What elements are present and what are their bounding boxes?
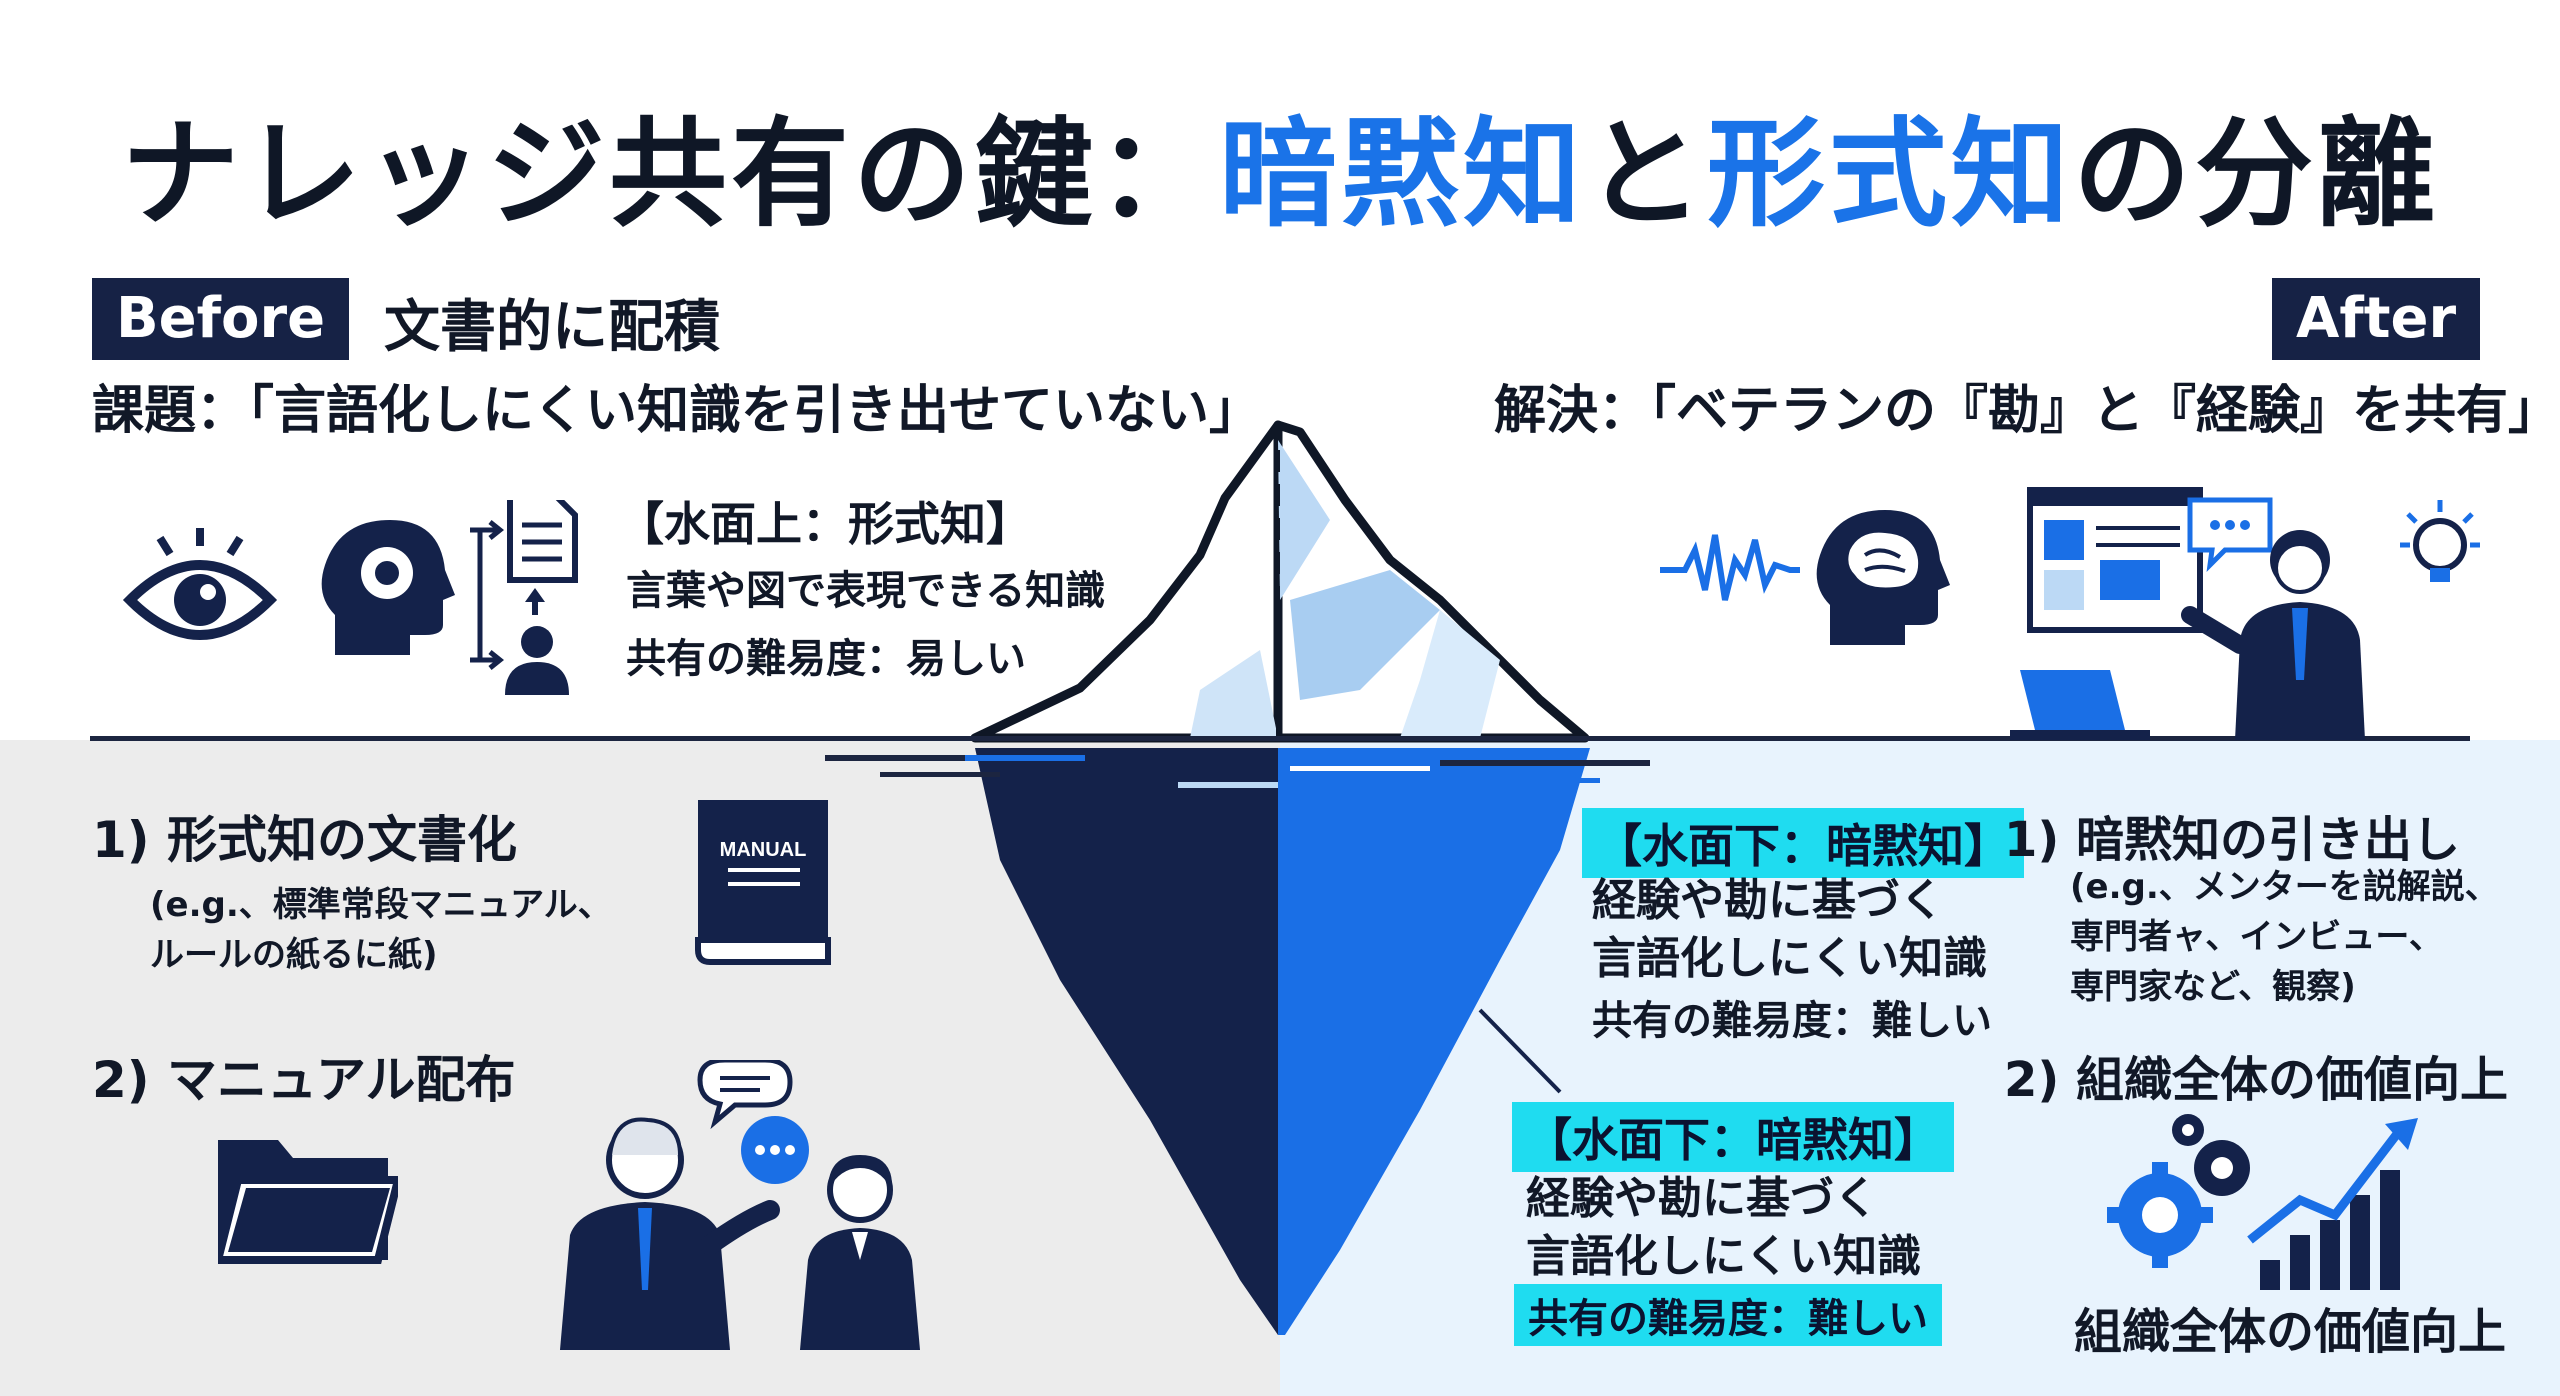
value-growth-illustration xyxy=(2107,1114,2418,1290)
callout-leader-line xyxy=(1478,1008,1562,1094)
issue-text: 課題：「言語化しにくい知識を引き出せていない」 xyxy=(92,381,1261,441)
brain-head-icon xyxy=(1816,510,1950,645)
below-water-difficulty-2: 共有の難易度：難しい xyxy=(1514,1284,1942,1346)
person-icon xyxy=(505,588,569,695)
value-growth-caption: 組織全体の価値向上 xyxy=(2074,1304,2507,1360)
before-caption: 文書的に配積 xyxy=(384,295,720,360)
folder-icon xyxy=(218,1140,398,1264)
below-water-difficulty-1: 共有の難易度：難しい xyxy=(1592,998,1992,1044)
below-water-heading-2: 【水面下：暗黙知】 xyxy=(1512,1102,1954,1172)
below-water-heading-1: 【水面下：暗黙知】 xyxy=(1582,808,2024,878)
above-water-description: 言葉や図で表現できる知識 xyxy=(626,568,1106,614)
left-step1: 1) 形式知の文書化 xyxy=(92,811,518,869)
below-water-description-2-line2: 言語化しにくい知識 xyxy=(1526,1231,1922,1282)
gears-icon xyxy=(2107,1114,2250,1268)
iceberg-facet-1 xyxy=(1278,440,1330,600)
page-title: ナレッジ共有の鍵：暗黙知と形式知の分離 xyxy=(0,78,2560,249)
iceberg-bottom-left xyxy=(975,748,1278,1335)
title-part5: の分離 xyxy=(2073,105,2440,243)
before-icon-row xyxy=(122,500,578,695)
iceberg-facet-3 xyxy=(1190,650,1278,738)
ripple-1 xyxy=(825,755,1015,761)
title-explicit: 形式知 xyxy=(1707,105,2074,243)
right-step1-example: (e.g.、メンターを説解説、 専門者ャ、インビュー、 専門家など、観察) xyxy=(2070,862,2499,1012)
below-water-heading-2-text: 【水面下：暗黙知】 xyxy=(1512,1102,1954,1172)
title-part3: と xyxy=(1584,105,1707,243)
below-water-difficulty-2-text: 共有の難易度：難しい xyxy=(1514,1284,1942,1346)
ripple-2 xyxy=(880,772,1000,777)
below-water-description-2: 経験や勘に基づく 言語化しにくい知識 xyxy=(1526,1170,1921,1286)
manual-book-label: MANUAL xyxy=(720,839,807,861)
below-water-heading-1-text: 【水面下：暗黙知】 xyxy=(1582,808,2024,878)
left-step2: 2) マニュアル配布 xyxy=(92,1051,516,1109)
left-step1-example: (e.g.、標準常段マニュアル、 ルールの紙るに紙) xyxy=(150,880,612,980)
ripple-3 xyxy=(965,755,1085,761)
right-step2: 2) 組織全体の価値向上 xyxy=(2004,1052,2509,1108)
below-water-description-1-line2: 言語化しにくい知識 xyxy=(1592,933,1988,984)
ripple-6 xyxy=(1460,778,1600,783)
above-water-difficulty: 共有の難易度：易しい xyxy=(626,636,1026,682)
right-step1-example-line2: 専門者ャ、インビュー、 xyxy=(2070,917,2443,957)
branch-connector xyxy=(470,520,505,670)
below-water-description-1-line1: 経験や勘に基づく xyxy=(1592,875,1944,926)
ripple-7 xyxy=(1290,766,1430,771)
solution-text: 解決：「ベテランの『勘』と『経験』を共有」 xyxy=(1494,381,2560,441)
right-step1-example-line3: 専門家など、観察) xyxy=(2070,967,2356,1007)
above-water-heading: 【水面上：形式知】 xyxy=(618,497,1032,551)
lightbulb-icon xyxy=(2400,500,2480,582)
gear-head-icon xyxy=(321,520,455,655)
iceberg-bottom-right xyxy=(1278,748,1590,1335)
manual-book-icon: MANUAL xyxy=(695,800,831,965)
right-step1: 1) 暗黙知の引き出し xyxy=(2004,812,2461,868)
below-water-description-2-line1: 経験や勘に基づく xyxy=(1526,1173,1878,1224)
waterline xyxy=(90,736,2470,741)
left-step1-example-line2: ルールの紙るに紙) xyxy=(150,935,438,975)
after-tag: After xyxy=(2272,278,2481,360)
ripple-5 xyxy=(1440,760,1650,766)
document-icon xyxy=(507,500,578,583)
ripple-4 xyxy=(1178,782,1278,788)
left-step1-example-line1: (e.g.、標準常段マニュアル、 xyxy=(150,885,612,925)
presenter-icon xyxy=(2010,487,2365,740)
mentor-conversation-icon xyxy=(560,1060,920,1350)
before-tag: Before xyxy=(92,278,350,360)
growth-chart-icon xyxy=(2247,1118,2418,1290)
after-icon-row xyxy=(1660,487,2480,740)
iceberg-facet-2 xyxy=(1290,570,1440,700)
right-step1-example-line1: (e.g.、メンターを説解説、 xyxy=(2070,867,2499,907)
waveform-icon xyxy=(1660,534,1800,601)
iceberg-facet-4 xyxy=(1400,610,1500,738)
title-tacit: 暗黙知 xyxy=(1218,105,1585,243)
eye-icon xyxy=(122,528,278,640)
below-water-description-1: 経験や勘に基づく 言語化しにくい知識 xyxy=(1592,872,1987,988)
title-part1: ナレッジ共有の鍵： xyxy=(120,105,1219,243)
